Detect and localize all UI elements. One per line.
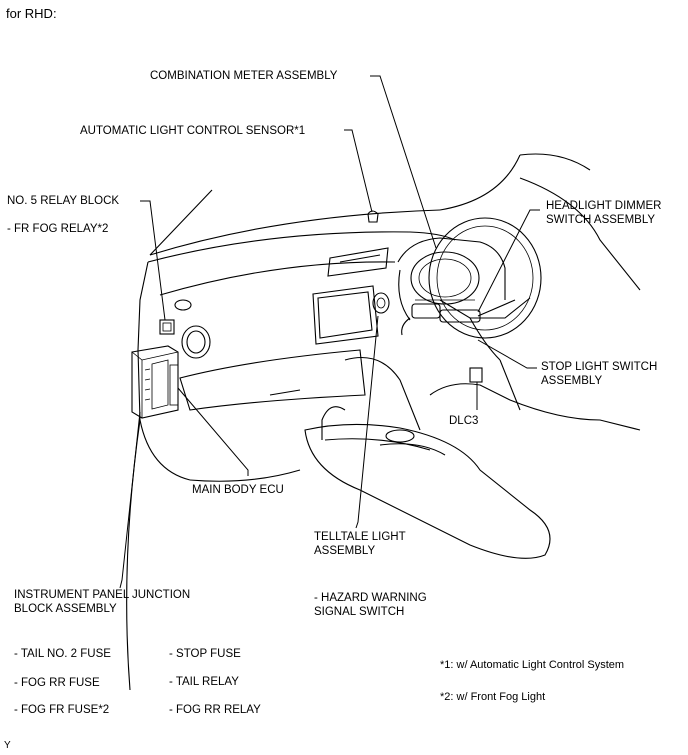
relay-fog-rr: - FOG RR RELAY <box>169 704 261 716</box>
callout-junction-line2: BLOCK ASSEMBLY <box>14 603 117 615</box>
fuse-fog-fr: - FOG FR FUSE*2 <box>14 704 110 716</box>
corner-mark: Y <box>4 740 11 751</box>
callout-stop-light-line1: STOP LIGHT SWITCH <box>541 361 658 373</box>
callout-headlight-dimmer-line1: HEADLIGHT DIMMER <box>546 200 662 212</box>
callout-hazard-line1: - HAZARD WARNING <box>314 592 427 604</box>
dashboard-outline <box>126 153 641 691</box>
callout-dlc3: DLC3 <box>449 415 479 427</box>
callout-hazard-line2: SIGNAL SWITCH <box>314 606 405 618</box>
fuse-tail-no2: - TAIL NO. 2 FUSE <box>14 648 111 660</box>
fuse-fog-rr: - FOG RR FUSE <box>14 677 100 689</box>
footnote-1: *1: w/ Automatic Light Control System <box>440 659 625 671</box>
callout-combination-meter: COMBINATION METER ASSEMBLY <box>150 70 338 82</box>
relay-tail: - TAIL RELAY <box>169 676 239 688</box>
callout-main-body-ecu: MAIN BODY ECU <box>192 484 284 496</box>
callout-relay-block: NO. 5 RELAY BLOCK <box>7 195 120 207</box>
footnote-2: *2: w/ Front Fog Light <box>440 691 546 703</box>
callout-headlight-dimmer-line2: SWITCH ASSEMBLY <box>546 214 656 226</box>
callout-fr-fog-relay: - FR FOG RELAY*2 <box>7 223 109 235</box>
fuse-stop: - STOP FUSE <box>169 648 241 660</box>
callout-telltale-line2: ASSEMBLY <box>314 545 376 557</box>
leader-lines <box>119 75 540 589</box>
diagram-header: for RHD: <box>6 6 57 21</box>
callout-stop-light-line2: ASSEMBLY <box>541 375 603 387</box>
callout-telltale-line1: TELLTALE LIGHT <box>314 531 406 543</box>
callout-auto-light-sensor: AUTOMATIC LIGHT CONTROL SENSOR*1 <box>80 125 306 137</box>
callout-junction-line1: INSTRUMENT PANEL JUNCTION <box>14 589 191 601</box>
